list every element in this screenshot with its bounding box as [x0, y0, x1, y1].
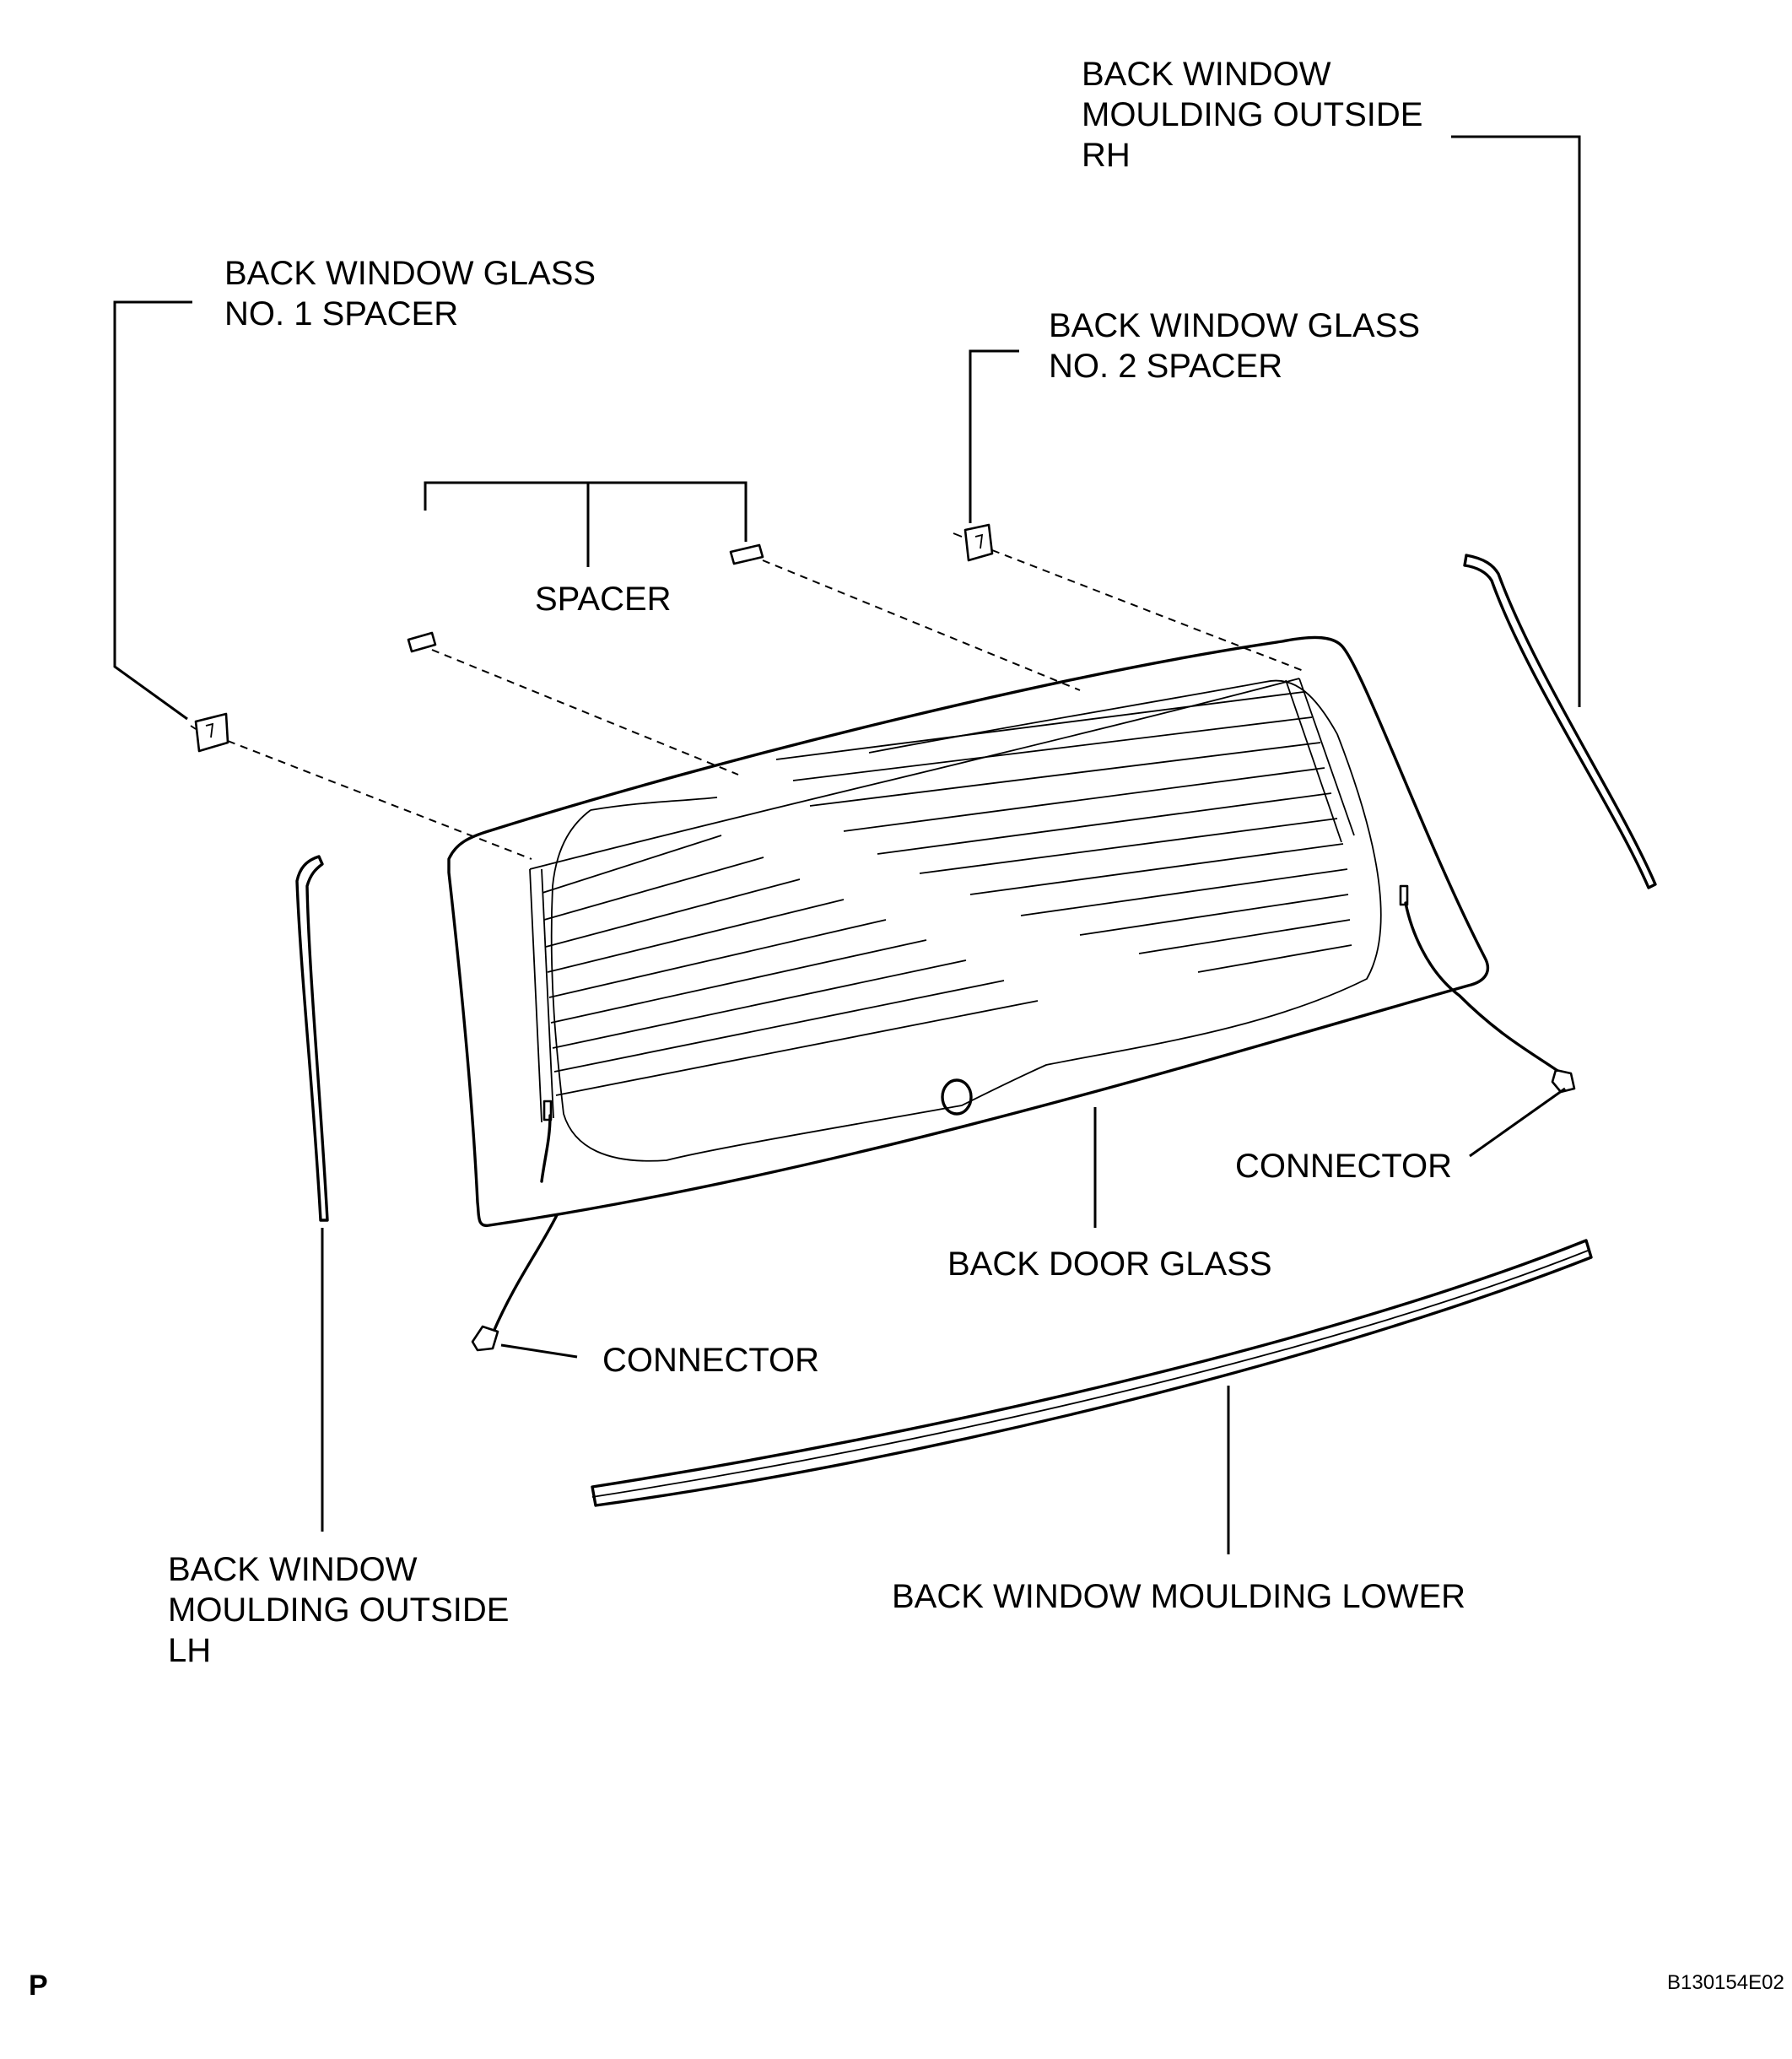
- connector-wires: [492, 884, 1567, 1333]
- install-lines: [227, 549, 1304, 860]
- moulding-lower: [591, 1239, 1593, 1507]
- moulding-outside-lh: [295, 855, 329, 1222]
- label-back-window-moulding-outside-rh: BACK WINDOW MOULDING OUTSIDE RH: [1082, 54, 1422, 176]
- label-spacer: SPACER: [535, 581, 672, 618]
- spacer-no2: [953, 523, 994, 562]
- label-line: MOULDING OUTSIDE: [1082, 96, 1423, 133]
- label-back-window-moulding-lower: BACK WINDOW MOULDING LOWER: [892, 1578, 1466, 1615]
- label-line: BACK WINDOW GLASS: [1049, 307, 1421, 344]
- label-line: NO. 1 SPACER: [224, 295, 459, 332]
- label-back-window-glass-no1-spacer: BACK WINDOW GLASS NO. 1 SPACER: [224, 253, 596, 334]
- leader-lines: [113, 135, 1581, 1554]
- spacer-left: [407, 631, 437, 653]
- label-back-door-glass: BACK DOOR GLASS: [947, 1246, 1272, 1283]
- label-connector-left: CONNECTOR: [602, 1342, 820, 1379]
- label-line: NO. 2 SPACER: [1049, 348, 1283, 385]
- defogger-lines: [542, 691, 1352, 1096]
- label-connector-right: CONNECTOR: [1235, 1148, 1453, 1185]
- connector-left: [471, 1325, 499, 1352]
- label-line: RH: [1082, 137, 1131, 174]
- moulding-outside-rh: [1463, 554, 1657, 889]
- label-line: BACK WINDOW GLASS: [224, 255, 596, 292]
- back-door-glass: [447, 635, 1490, 1228]
- spacer-right: [729, 543, 764, 565]
- label-line: BACK WINDOW: [168, 1551, 418, 1588]
- label-back-window-moulding-outside-lh: BACK WINDOW MOULDING OUTSIDE LH: [168, 1549, 509, 1671]
- label-line: LH: [168, 1632, 212, 1669]
- label-line: MOULDING OUTSIDE: [168, 1592, 510, 1629]
- label-line: BACK WINDOW: [1082, 56, 1331, 93]
- figure-code: B130154E02: [1667, 1971, 1784, 1994]
- connector-right: [1551, 1068, 1576, 1094]
- spacer-no1: [190, 712, 229, 753]
- label-back-window-glass-no2-spacer: BACK WINDOW GLASS NO. 2 SPACER: [1049, 305, 1420, 386]
- page-mark: P: [29, 1970, 48, 2002]
